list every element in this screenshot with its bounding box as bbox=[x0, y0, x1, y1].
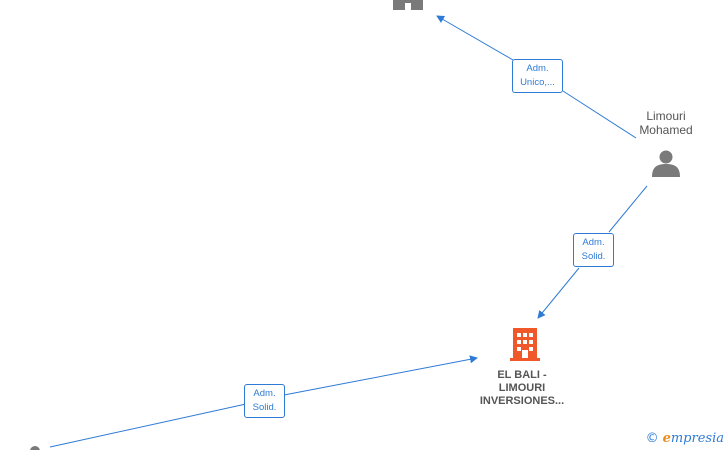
edge-label-adm-solid-left-line-1: Adm. bbox=[253, 388, 276, 399]
top-company-building-icon[interactable] bbox=[393, 0, 423, 10]
edge-line-limouri-to-top-company[interactable] bbox=[437, 16, 637, 139]
main-company-label[interactable]: EL BALI - LIMOURI INVERSIONES... bbox=[462, 369, 582, 408]
main-company-label-line-1: EL BALI - bbox=[497, 369, 547, 381]
edge-label-adm-solid-left-line-2: Solid. bbox=[252, 402, 277, 413]
edge-label-adm-solid-right-line-2: Solid. bbox=[581, 251, 606, 262]
main-company-label-line-3: INVERSIONES... bbox=[479, 395, 565, 407]
copyright-symbol: © bbox=[645, 431, 659, 446]
empresia-watermark: ©empresia bbox=[646, 431, 724, 446]
edge-label-adm-solid-right[interactable]: Adm. Solid. bbox=[573, 233, 614, 267]
main-company-building-icon[interactable] bbox=[510, 328, 540, 361]
edge-label-adm-unico-line-1: Adm. bbox=[526, 63, 549, 74]
edge-line-limouri-to-main-company[interactable] bbox=[538, 185, 648, 318]
edge-line-bottom-left-to-main-company[interactable] bbox=[49, 358, 477, 448]
brand-name-rest: mpresia bbox=[670, 431, 724, 446]
person-limouri-label-line-1: Limouri bbox=[646, 109, 686, 123]
edge-label-adm-solid-left[interactable]: Adm. Solid. bbox=[244, 384, 285, 418]
edge-label-adm-unico[interactable]: Adm. Unico,... bbox=[512, 59, 563, 93]
edge-label-adm-solid-right-line-1: Adm. bbox=[582, 237, 605, 248]
person-bottom-left-icon[interactable] bbox=[30, 446, 40, 450]
person-limouri-label-line-2: Mohamed bbox=[639, 123, 693, 137]
main-company-label-line-2: LIMOURI bbox=[498, 382, 546, 394]
edge-label-adm-unico-line-2: Unico,... bbox=[520, 77, 555, 88]
person-limouri-label[interactable]: Limouri Mohamed bbox=[624, 109, 708, 137]
person-limouri-icon[interactable] bbox=[652, 150, 680, 178]
brand-initial: e bbox=[662, 431, 671, 446]
